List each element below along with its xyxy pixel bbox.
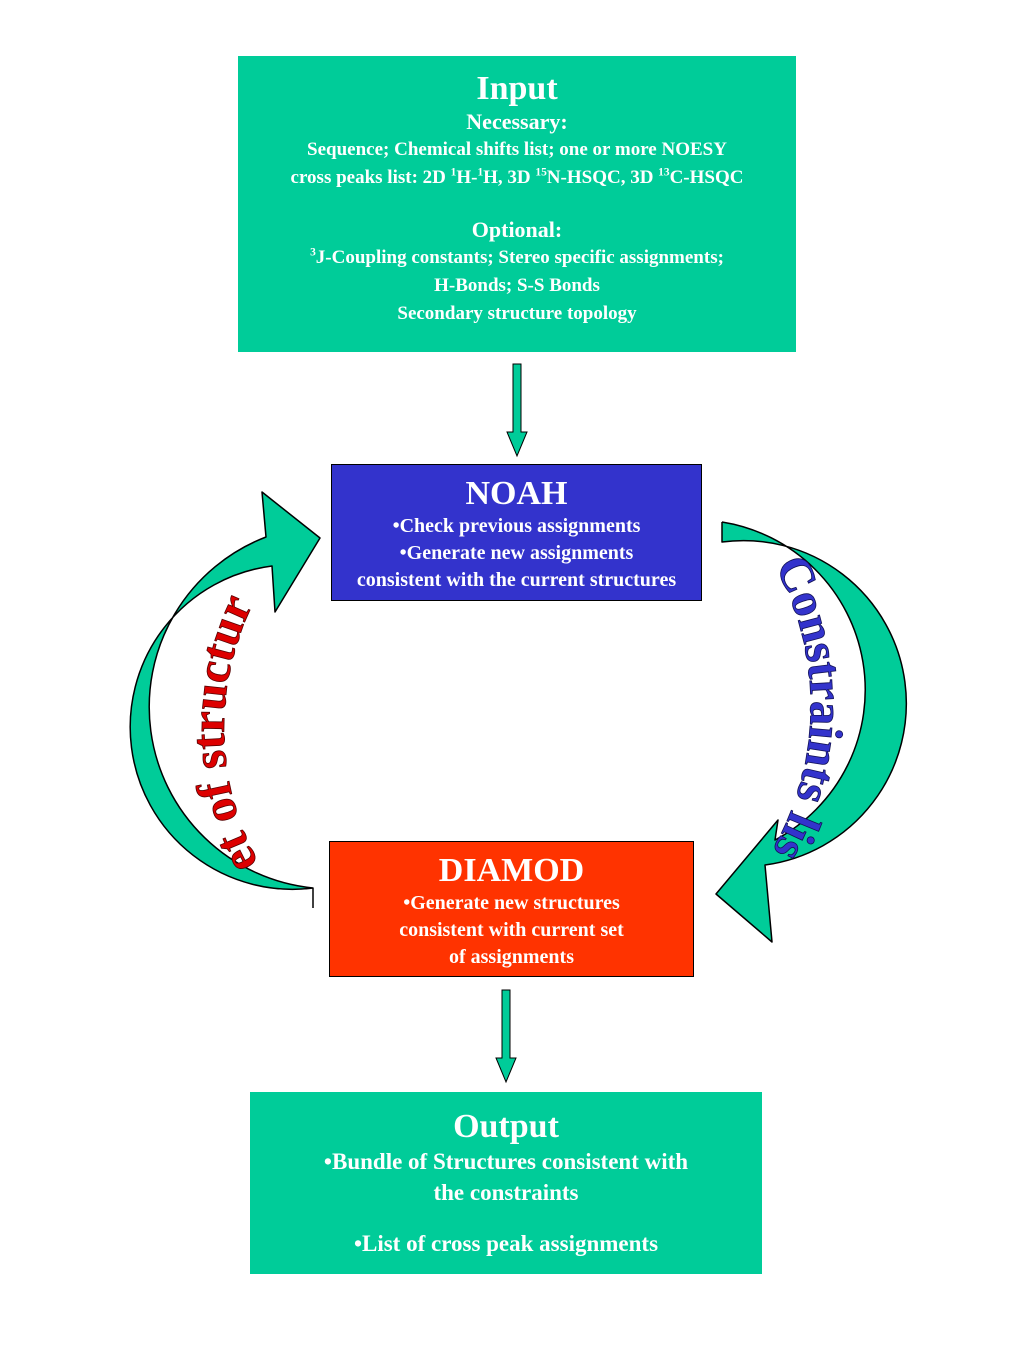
optional-line-2: H-Bonds; S-S Bonds [434, 275, 600, 296]
diamod-line-2: consistent with current set [399, 919, 624, 941]
necessary-header: Necessary: [466, 109, 568, 134]
output-line-1: •Bundle of Structures consistent with [323, 1149, 689, 1174]
optional-line-3: Secondary structure topology [397, 303, 637, 324]
necessary-line-2: cross peaks list: 2D 1H-1H, 3D 15N-HSQC,… [290, 166, 744, 188]
constraints-list-label: Constraints list [0, 0, 853, 871]
diamod-box: DIAMOD •Generate new structures consiste… [329, 841, 694, 977]
input-box: Input Necessary: Sequence; Chemical shif… [238, 56, 796, 352]
noah-line-3: consistent with the current structures [356, 569, 677, 591]
diamod-to-output-arrow [495, 989, 517, 1084]
noah-line-2: •Generate new assignments [399, 542, 634, 564]
noah-line-1: •Check previous assignments [392, 515, 641, 537]
diamod-line-3: of assignments [448, 946, 574, 968]
optional-line-1: 3J-Coupling constants; Stereo specific a… [310, 246, 724, 268]
necessary-line-1: Sequence; Chemical shifts list; one or m… [307, 139, 727, 160]
diamod-title: DIAMOD [438, 852, 585, 889]
input-title: Input [476, 70, 558, 107]
noah-title: NOAH [465, 475, 568, 512]
input-to-noah-arrow [506, 363, 528, 458]
noah-box: NOAH •Check previous assignments •Genera… [331, 464, 702, 601]
optional-header: Optional: [471, 217, 563, 242]
output-line-2: the constraints [433, 1180, 579, 1205]
output-box: Output •Bundle of Structures consistent … [250, 1092, 762, 1274]
output-line-3: •List of cross peak assignments [353, 1231, 659, 1256]
output-title: Output [453, 1108, 559, 1145]
left-cycle-arrow [129, 491, 321, 908]
diamod-line-1: •Generate new structures [403, 892, 620, 914]
right-cycle-arrow [715, 521, 908, 943]
